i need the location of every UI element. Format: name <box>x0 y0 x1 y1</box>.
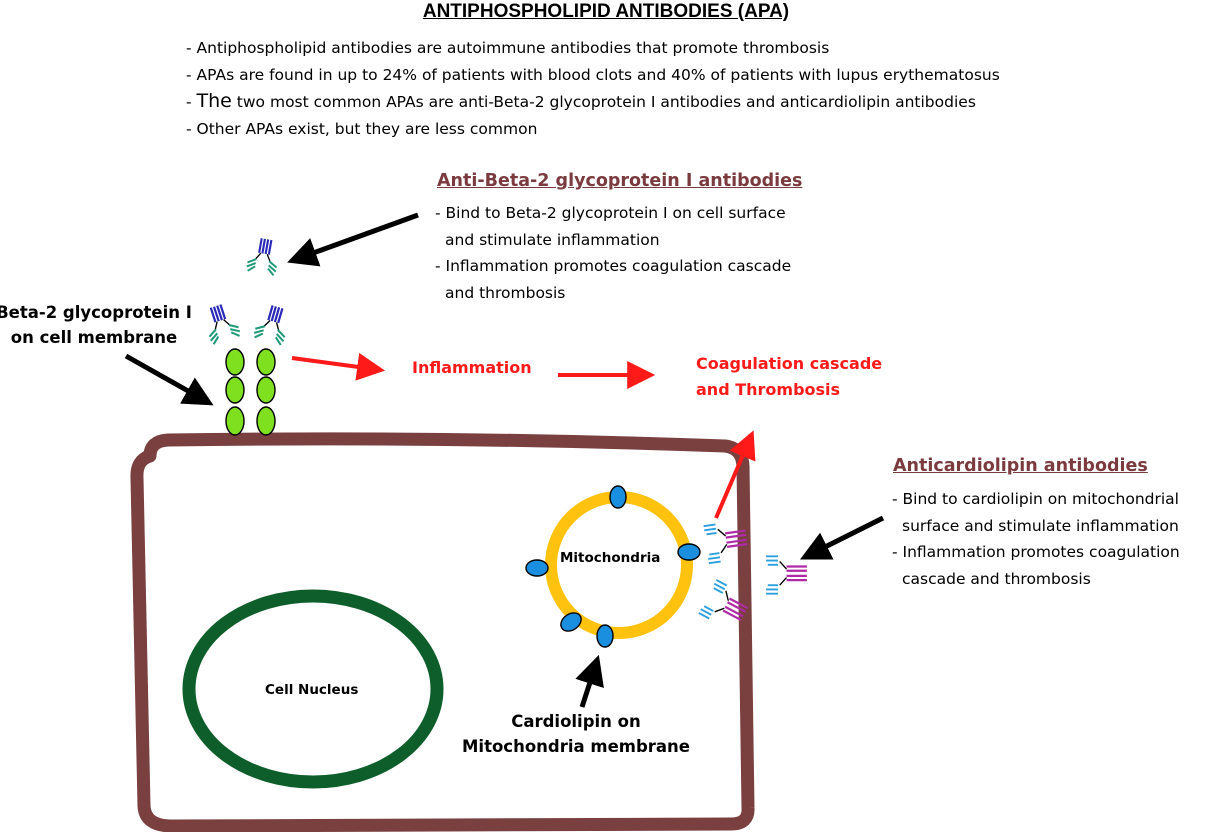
intro-bullet: - Antiphospholipid antibodies are autoim… <box>186 39 830 57</box>
mitochondria-label: Mitochondria <box>560 550 661 566</box>
intro-bullet-list: - Antiphospholipid antibodies are autoim… <box>186 35 1000 142</box>
anti-beta2-antibody <box>251 301 294 347</box>
cardiolipin-molecule <box>609 485 627 509</box>
coagulation-label-line: and Thrombosis <box>696 380 841 399</box>
beta2-membrane-label-line: Beta-2 glycoprotein I <box>0 303 192 322</box>
beta2-description-line: - Inflammation promotes coagulation casc… <box>435 257 792 275</box>
beta2-glycoprotein-domain <box>225 348 245 376</box>
beta2-glycoprotein-group <box>225 348 276 436</box>
cardiolipin-label-line: Mitochondria membrane <box>462 737 690 756</box>
acl-description-line: - Bind to cardiolipin on mitochondrial <box>892 490 1179 508</box>
anticardiolipin-antibody <box>764 555 809 595</box>
beta2-glycoprotein-domain <box>256 406 276 436</box>
beta2-glycoprotein-domain <box>256 348 276 376</box>
coagulation-label-line: Coagulation cascade <box>696 354 883 373</box>
beta2-glycoprotein-domain <box>225 376 245 404</box>
acl-description-line: cascade and thrombosis <box>902 569 1091 588</box>
arrow-to-glycoprotein <box>124 353 214 406</box>
intro-bullet-lead-word: The <box>196 90 232 112</box>
cell-nucleus <box>182 589 444 789</box>
coagulation-label: Coagulation cascade and Thrombosis <box>696 351 882 403</box>
intro-bullet: - The two most common APAs are anti-Beta… <box>186 88 1000 116</box>
arrow-to-antibody <box>287 212 419 267</box>
beta2-description-line: - Bind to Beta-2 glycoprotein I on cell … <box>435 204 786 222</box>
cardiolipin-group <box>525 485 701 648</box>
beta2-glycoprotein-domain <box>225 406 245 436</box>
cardiolipin-molecule <box>596 624 614 648</box>
cardiolipin-molecule <box>525 559 549 577</box>
nucleus-label: Cell Nucleus <box>265 682 359 698</box>
arrow-up-from-mitochondria <box>714 430 756 519</box>
beta2-description-line: and stimulate inflammation <box>445 230 660 249</box>
beta2-description-line: and thrombosis <box>445 283 566 302</box>
intro-bullet-prefix: - <box>186 93 197 111</box>
intro-bullet: - APAs are found in up to 24% of patient… <box>186 65 1000 84</box>
arrow-to-cardiolipin <box>575 654 604 708</box>
intro-bullet: - Other APAs exist, but they are less co… <box>186 119 538 138</box>
beta2-membrane-label: Beta-2 glycoprotein I on cell membrane <box>0 300 194 350</box>
cell-membrane <box>130 432 755 832</box>
acl-description-line: - Inflammation promotes coagulation <box>892 543 1180 561</box>
beta2-section-description: - Bind to Beta-2 glycoprotein I on cell … <box>435 200 791 306</box>
beta2-glycoprotein-domain <box>256 376 276 404</box>
cardiolipin-label-line: Cardiolipin on <box>511 712 641 731</box>
beta2-membrane-label-line: on cell membrane <box>10 328 178 347</box>
acl-description-line: surface and stimulate inflammation <box>902 516 1179 535</box>
arrow-to-inflammation <box>291 352 386 381</box>
intro-bullet-rest: two most common APAs are anti-Beta-2 gly… <box>231 93 976 111</box>
acl-section-heading: Anticardiolipin antibodies <box>893 456 1148 476</box>
cardiolipin-label: Cardiolipin on Mitochondria membrane <box>456 709 696 759</box>
arrow-to-acl-antibody <box>800 515 885 560</box>
inflammation-label: Inflammation <box>412 358 532 377</box>
anti-beta2-antibody <box>199 300 243 346</box>
beta2-section-heading: Anti-Beta-2 glycoprotein I antibodies <box>437 171 803 191</box>
cardiolipin-molecule <box>677 543 701 561</box>
anti-beta2-antibody <box>244 235 283 277</box>
acl-section-description: - Bind to cardiolipin on mitochondrial s… <box>892 486 1180 592</box>
page-title: ANTIPHOSPHOLIPID ANTIBODIES (APA) <box>422 1 790 22</box>
cardiolipin-molecule <box>560 612 582 632</box>
